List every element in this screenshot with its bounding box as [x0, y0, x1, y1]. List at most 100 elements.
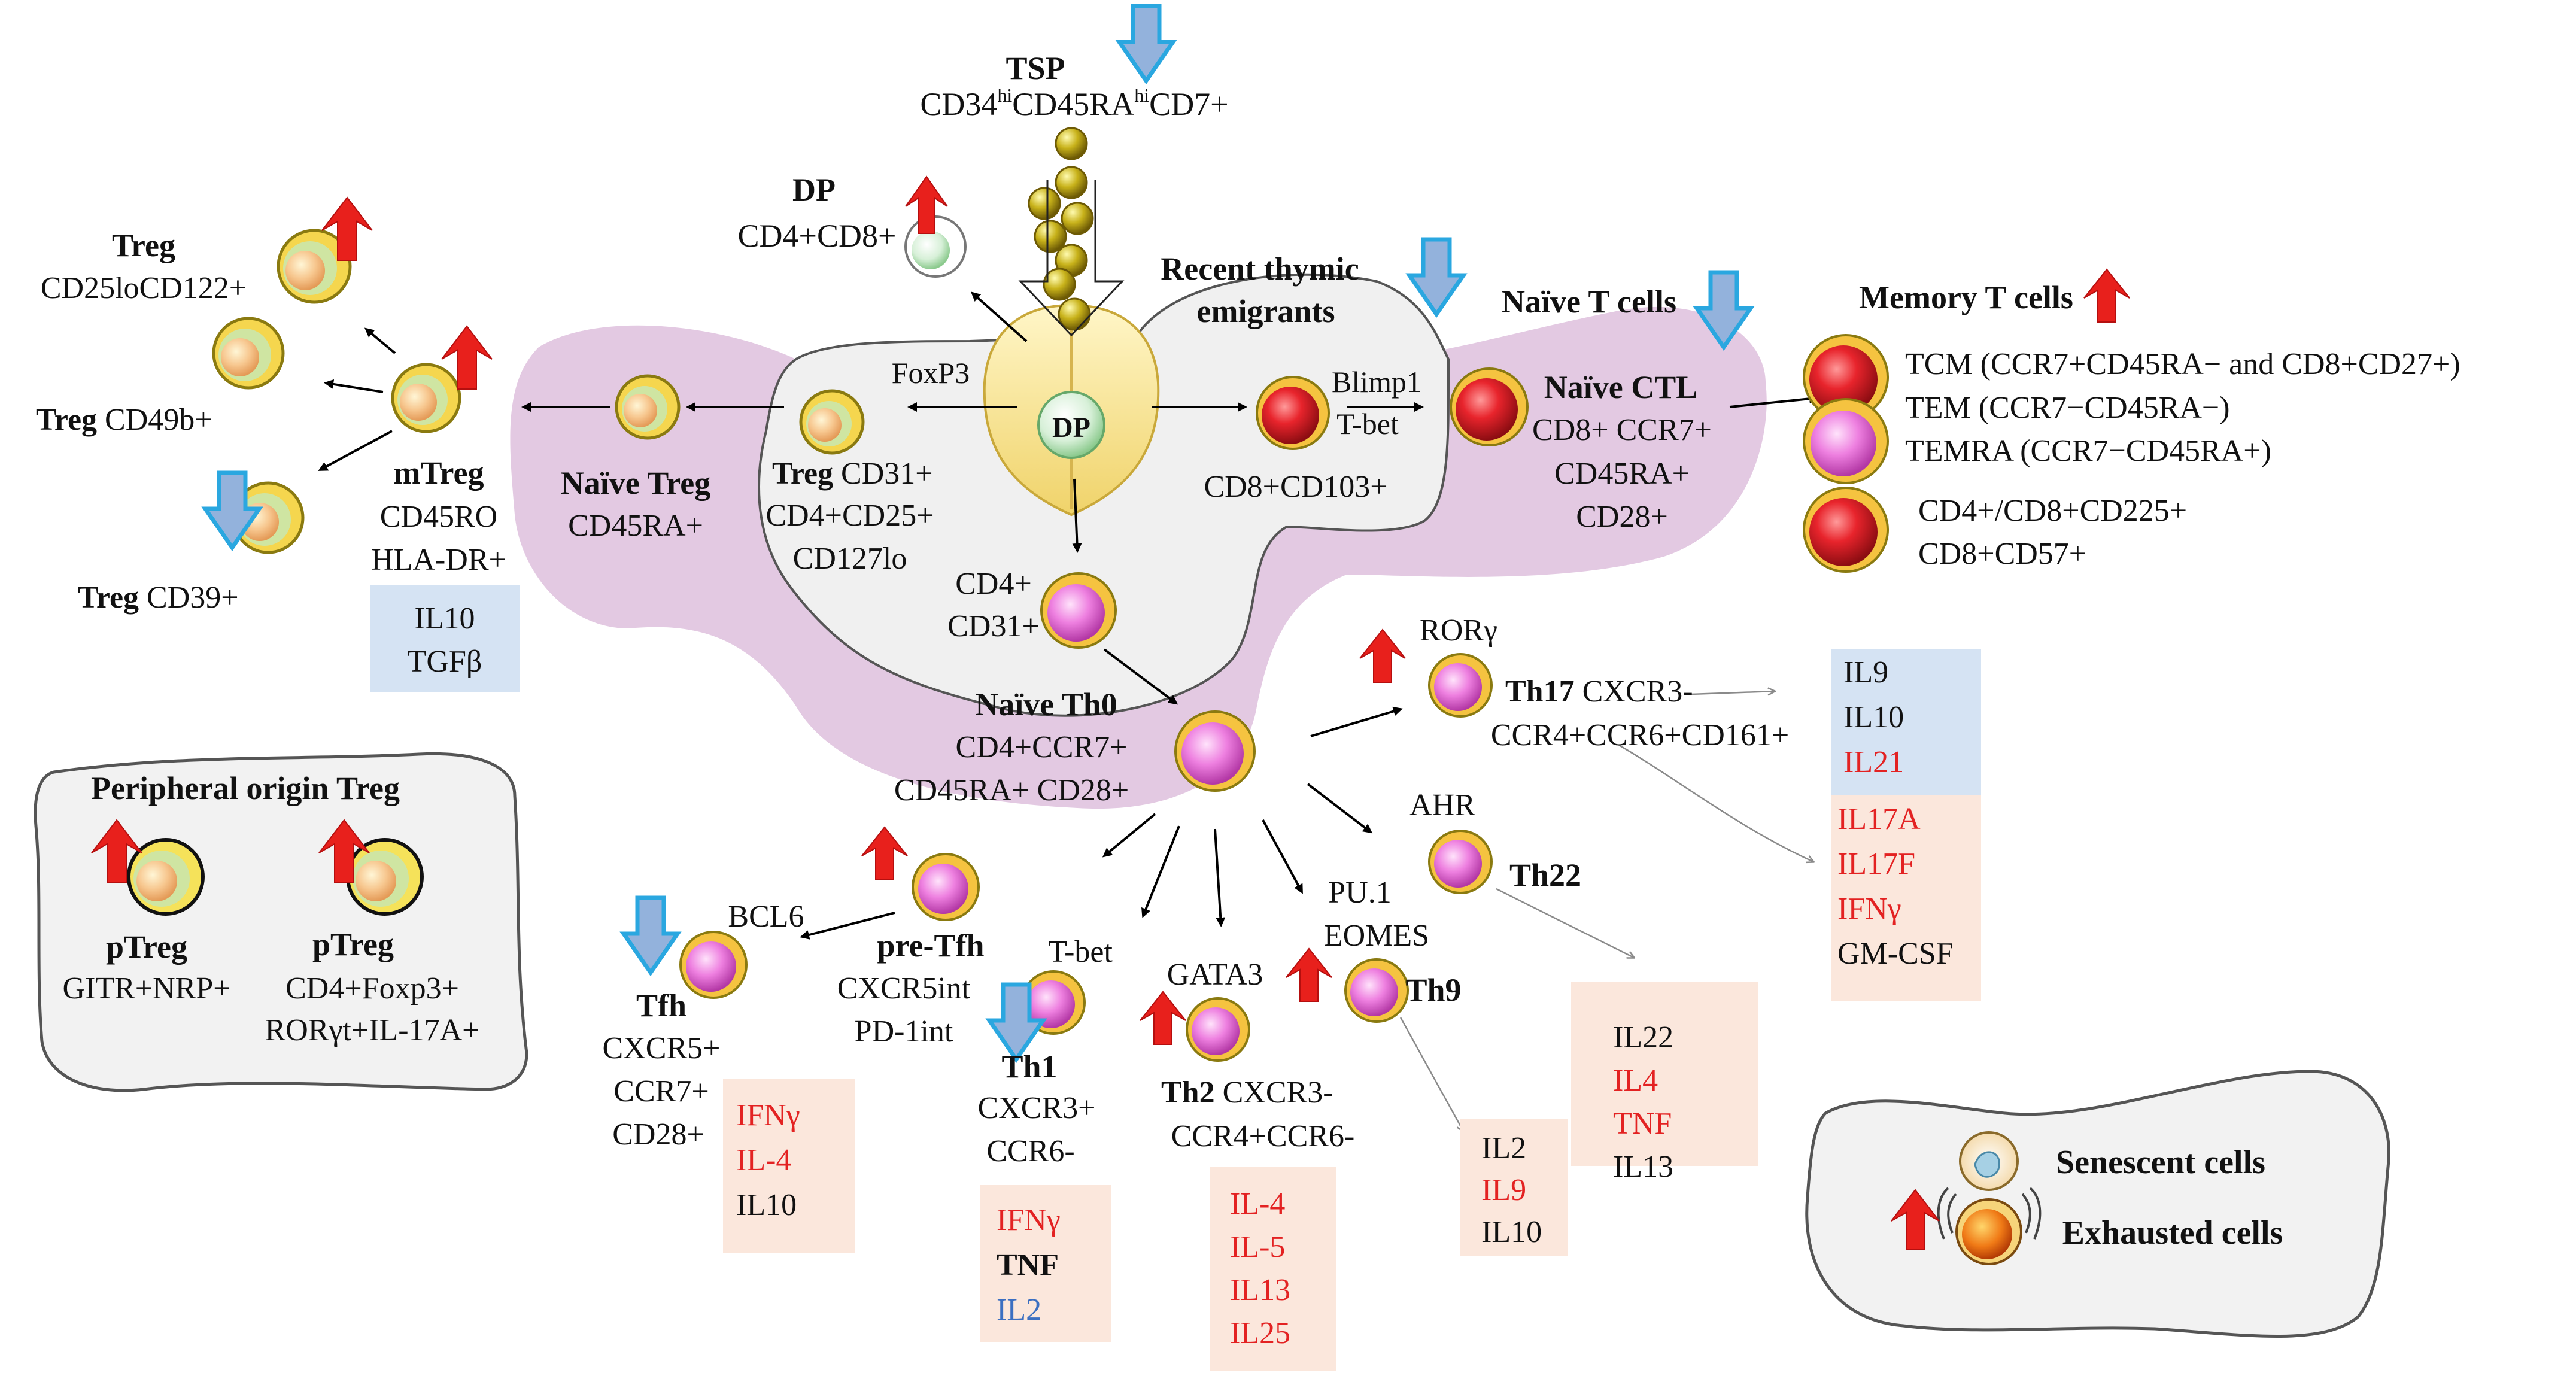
pre-tfh-l1: CXCR5int — [837, 971, 971, 1006]
legend-exhausted: Exhausted cells — [2062, 1214, 2283, 1252]
tfh-l1: CXCR5+ — [603, 1031, 721, 1065]
th2-cytokine-box — [1210, 1167, 1336, 1371]
down-arrow-icon — [985, 982, 1047, 1064]
memory-temra-cell — [1803, 398, 1889, 484]
memory-cd225-cell — [1803, 487, 1889, 573]
tfh-l3: CD28+ — [612, 1117, 704, 1152]
th2-tf: GATA3 — [1167, 958, 1263, 992]
down-arrow-icon — [201, 470, 263, 552]
down-arrow-icon — [1115, 4, 1177, 85]
ptreg2-l1: CD4+Foxp3+ — [285, 971, 459, 1006]
naive-treg-title: Naïve Treg — [561, 465, 710, 501]
naive-th0-l2: CD45RA+ CD28+ — [894, 773, 1129, 807]
naive-th0-title: Naïve Th0 — [975, 687, 1117, 722]
mtreg-title: mTreg — [394, 455, 484, 491]
pre-tfh-title: pre-Tfh — [877, 928, 984, 964]
naive-ctl-l2: CD45RA+ — [1554, 457, 1690, 491]
tbet-label: T-bet — [1336, 407, 1399, 441]
memory-tcm-cell — [1803, 334, 1889, 420]
memory-cd57: CD8+CD57+ — [1918, 537, 2086, 571]
th22-cytokine-1: IL22 — [1613, 1020, 1673, 1055]
up-arrow-icon — [441, 325, 493, 390]
pre-tfh-l2: PD-1int — [855, 1014, 953, 1049]
th9-title: Th9 — [1405, 972, 1461, 1008]
th17-cytokine-box-blue — [1831, 649, 1981, 795]
recent-emigrants-line2: emigrants — [1197, 293, 1335, 329]
th17-cytokine-7: GM-CSF — [1837, 937, 1954, 971]
th22-cytokine-4: IL13 — [1613, 1150, 1673, 1184]
th22-title: Th22 — [1509, 857, 1581, 893]
mtreg-cytokine-il10: IL10 — [414, 602, 475, 636]
treg-cd39: Treg CD39+ — [78, 581, 239, 615]
cytokine-arrows — [1399, 691, 1813, 1131]
mtreg-cytokine-tgfb: TGFβ — [408, 645, 482, 679]
th2-cytokine-2: IL-5 — [1230, 1230, 1285, 1264]
treg-cd25lo-l1: CD25loCD122+ — [41, 271, 247, 305]
peripheral-treg-box — [34, 752, 528, 1092]
th2-cytokine-4: IL25 — [1230, 1316, 1290, 1350]
ptreg1-title: pTreg — [106, 929, 187, 965]
up-arrow-icon — [318, 819, 370, 883]
memory-temra: TEMRA (CCR7−CD45RA+) — [1905, 434, 2271, 468]
treg-thymic-l1: CD4+CD25+ — [765, 499, 934, 533]
ptreg2-l2: RORγt+IL-17A+ — [265, 1013, 480, 1047]
tfh-l2: CCR7+ — [613, 1074, 709, 1108]
mtreg-cytokine-box — [370, 585, 520, 692]
treg-cd25lo-title: Treg — [112, 227, 175, 263]
naive-t-cells-label: Naïve T cells — [1502, 284, 1676, 320]
up-arrow-icon — [1359, 628, 1406, 683]
up-arrow-icon — [1140, 991, 1186, 1045]
th1-cell — [1021, 970, 1086, 1035]
memory-title: Memory T cells — [1859, 280, 2073, 315]
naive-ctl-title: Naïve CTL — [1544, 369, 1698, 405]
treg-thymic-l0: Treg CD31+ — [772, 457, 933, 491]
treg-cell — [799, 389, 865, 455]
cd8-cd103-cell — [1256, 376, 1330, 450]
th9-tf2: EOMES — [1324, 919, 1429, 953]
th17-l0: Th17 CXCR3- — [1505, 675, 1693, 709]
tfh-cytokine-1: IFNγ — [736, 1098, 800, 1132]
treg-cd39-cell — [232, 481, 305, 554]
th1-tf: T-bet — [1048, 935, 1113, 969]
legend-box — [1805, 1070, 2390, 1338]
th9-cytokine-box — [1460, 1119, 1568, 1256]
cells — [127, 215, 2042, 1265]
th9-cytokine-3: IL10 — [1481, 1215, 1542, 1249]
ptreg-cell-2 — [346, 838, 424, 916]
th22-cytokine-box — [1571, 982, 1758, 1166]
treg-cd25lo-cell — [277, 229, 352, 304]
pre-tfh-cell — [912, 853, 980, 921]
tfh-cytokine-2: IL-4 — [736, 1143, 791, 1177]
cd4-cd31-l2: CD31+ — [947, 609, 1040, 643]
th17-cytokine-6: IFNγ — [1837, 892, 1901, 926]
dp-marker: CD4+CD8+ — [738, 218, 897, 254]
naive-th0-l1: CD4+CCR7+ — [956, 730, 1128, 764]
th17-l1: CCR4+CCR6+CD161+ — [1491, 718, 1789, 752]
tfh-tf: BCL6 — [728, 900, 804, 934]
th2-cytokine-3: IL13 — [1230, 1273, 1290, 1307]
th2-cytokine-1: IL-4 — [1230, 1187, 1285, 1221]
down-arrow-icon — [1405, 237, 1468, 318]
decrease-arrows — [201, 4, 1755, 1064]
foxp3-label: FoxP3 — [892, 356, 970, 390]
th2-cell — [1186, 997, 1250, 1062]
mtreg-cell — [391, 363, 461, 433]
th1-title: Th1 — [1001, 1049, 1057, 1085]
naive-treg-cell — [615, 374, 681, 440]
th9-cell — [1344, 958, 1409, 1023]
tfh-cytokine-box — [723, 1079, 855, 1253]
treg-cd49b: Treg CD49b+ — [36, 403, 212, 437]
up-arrow-icon — [905, 175, 948, 234]
th2-l0: Th2 CXCR3- — [1161, 1076, 1333, 1110]
thymus-dp-cell — [1037, 391, 1105, 459]
legend-senescent: Senescent cells — [2056, 1144, 2265, 1181]
tfh-cell — [679, 931, 748, 999]
down-arrow-icon — [1693, 270, 1755, 351]
up-arrow-icon — [91, 819, 142, 883]
pathway-arrows — [318, 291, 1819, 940]
th22-cytokine-3: TNF — [1613, 1107, 1672, 1141]
up-arrow-icon — [1286, 947, 1332, 1002]
naive-ctl-l3: CD28+ — [1576, 500, 1668, 534]
cd4-cd31-l1: CD4+ — [955, 567, 1032, 601]
